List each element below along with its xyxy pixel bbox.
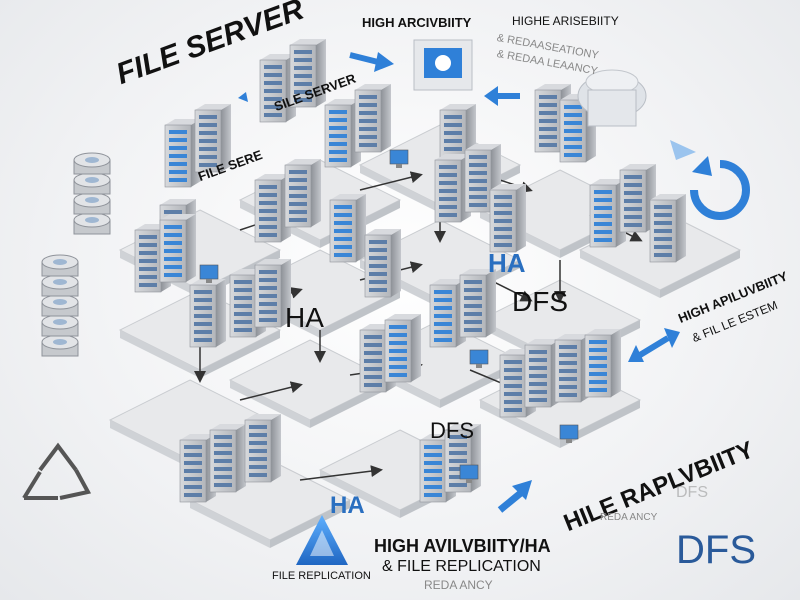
server-racks: [134, 39, 686, 503]
server-rack-icon: [384, 314, 421, 383]
dfs-label-lower: DFS: [430, 418, 474, 443]
dfs-label-center: DFS: [512, 286, 568, 317]
redancy-side-label: REDA ANCY: [600, 512, 658, 523]
server-rack-icon: [289, 39, 326, 108]
recycle-icon: [22, 442, 92, 500]
server-rack-icon: [359, 324, 396, 393]
connector-line: [359, 171, 423, 191]
monitor-icon: [469, 349, 489, 368]
server-rack-icon: [364, 229, 401, 298]
server-rack-icon: [464, 144, 501, 213]
server-rack-icon: [254, 174, 291, 243]
ha-label-bottom: HA: [330, 492, 365, 519]
server-rack-icon: [489, 184, 526, 253]
file-replication-logo-label: FILE REPLICATION: [272, 570, 371, 582]
server-rack-icon: [619, 164, 656, 233]
connector-line: [239, 381, 303, 401]
server-rack-icon: [584, 329, 621, 398]
server-rack-icon: [189, 279, 226, 348]
triangle-logo-icon: [296, 515, 348, 565]
monitor-icon: [459, 464, 479, 483]
ha-label-top: HA: [488, 248, 526, 278]
server-rack-icon: [254, 259, 291, 328]
monitor-icon: [559, 424, 579, 443]
server-rack-icon: [284, 159, 321, 228]
dfs-brand-label: DFS: [676, 528, 756, 572]
high-arcivbiity-label: HIGH ARCIVBIITY: [362, 15, 472, 30]
server-rack-icon: [413, 39, 473, 91]
server-rack-icon: [159, 214, 196, 283]
redancy-bottom-label: REDA ANCY: [424, 578, 493, 592]
monitor-icon: [389, 149, 409, 168]
disk-stack-icon: [41, 152, 111, 357]
server-rack-icon: [354, 84, 391, 153]
cloud-sync-icon: [577, 69, 750, 220]
ha-label-left: HA: [285, 302, 324, 333]
server-rack-icon: [649, 194, 686, 263]
server-rack-icon: [329, 194, 366, 263]
server-rack-icon: [244, 414, 281, 483]
server-rack-icon: [459, 269, 496, 338]
high-avilvbiity-ha-label: HIGH AVILVBIITY/HA: [374, 536, 551, 556]
file-replication-bottom-label: & FILE REPLICATION: [382, 558, 541, 575]
server-rack-icon: [209, 424, 246, 493]
highe-arisebiity-label: HIGHE ARISEBIITY: [512, 14, 619, 28]
server-rack-icon: [194, 104, 231, 173]
dfs-faded-label: DFS: [676, 484, 708, 501]
monitor-icon: [199, 264, 219, 283]
connector-line: [299, 465, 383, 481]
arrow-icon: [238, 52, 680, 513]
